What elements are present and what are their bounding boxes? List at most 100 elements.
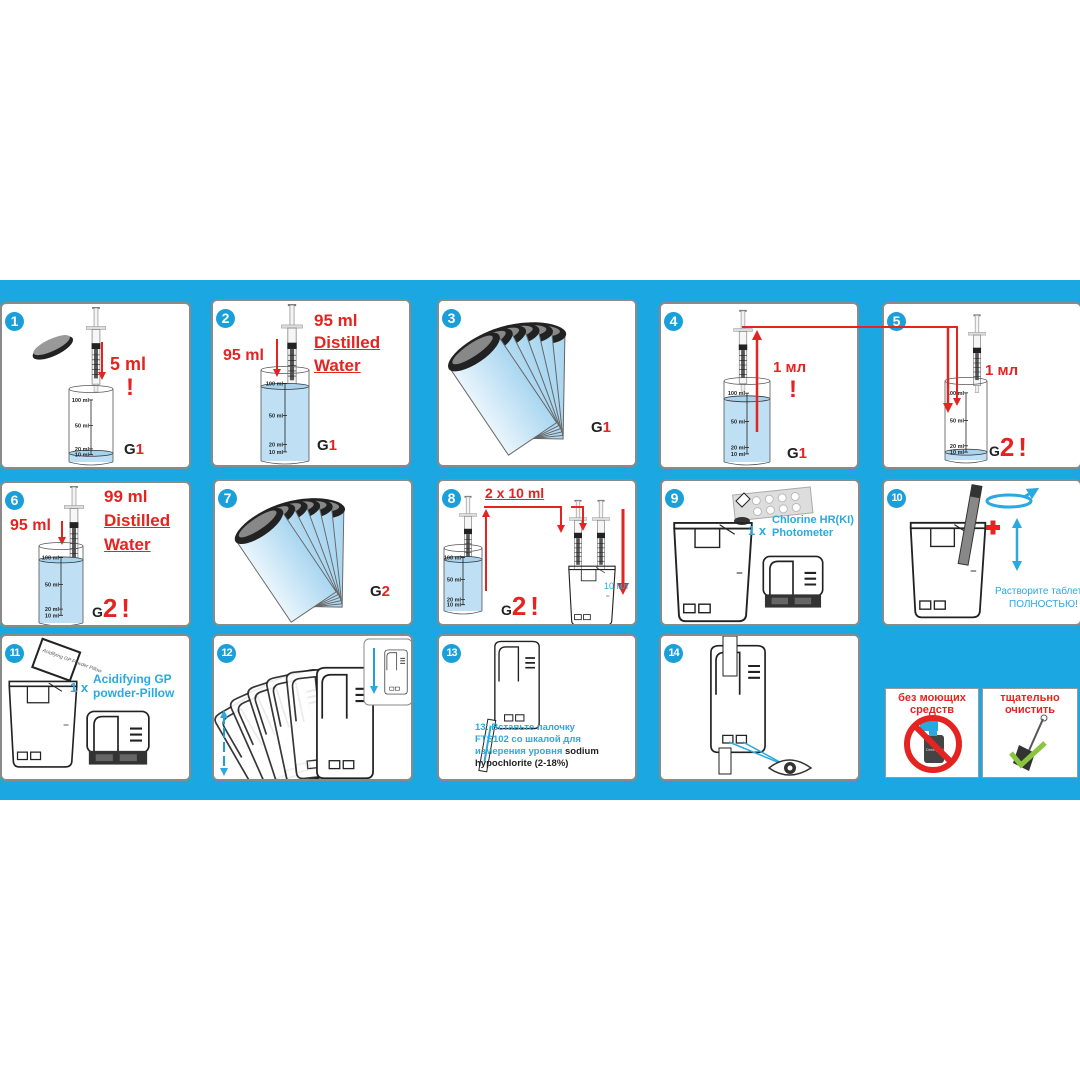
stirring-stick-icon bbox=[957, 484, 983, 566]
step-1-illustration bbox=[32, 306, 106, 394]
step-number-badge: 4 bbox=[664, 312, 683, 331]
step-number-badge: 8 bbox=[442, 489, 461, 508]
group-label: G2 ! bbox=[989, 432, 1027, 462]
step-12-panel: 12 bbox=[212, 634, 413, 781]
gloved-hand-icon bbox=[735, 492, 751, 508]
cuvette-icon bbox=[909, 521, 987, 619]
strip-instructions: 13: Вставьте палочку FTS102 со шкалой дл… bbox=[475, 722, 599, 770]
step-number-badge: 3 bbox=[442, 309, 461, 328]
reagent-label-2: Photometer bbox=[772, 527, 834, 539]
transfer-arrow-icon bbox=[484, 506, 565, 533]
step-number-badge: 7 bbox=[218, 489, 237, 508]
amount-label-left: 95 ml bbox=[10, 517, 51, 534]
step-9-panel: 9 1 x Chlorine HR(KI) Photometer bbox=[660, 479, 860, 626]
sign-label: тщательно очистить bbox=[1000, 692, 1060, 716]
warning-mark: ! bbox=[126, 374, 134, 401]
scale-label: 50 ml bbox=[731, 420, 746, 426]
amount-label: 1 мл bbox=[773, 359, 807, 376]
group-label: G1 bbox=[317, 437, 338, 454]
plus-icon bbox=[986, 520, 1000, 535]
scale-label: 20 ml bbox=[45, 607, 60, 613]
amount-label-right: 95 ml bbox=[314, 311, 358, 330]
cuvette-icon bbox=[568, 565, 616, 624]
distilled-label: Distilled bbox=[314, 333, 381, 352]
reagent-label-2: powder-Pillow bbox=[93, 686, 175, 700]
step-number-badge: 11 bbox=[5, 644, 24, 663]
scale-label: 20 ml bbox=[731, 445, 746, 451]
test-strip-icon bbox=[478, 718, 497, 773]
step-7-panel: 7 G2 bbox=[213, 479, 413, 626]
test-strip-icon bbox=[722, 636, 738, 677]
transfer-label: 2 x 10 ml bbox=[485, 485, 545, 501]
step-14-illustration bbox=[709, 636, 813, 776]
instruction-line: hypochlorite (2-18%) bbox=[475, 758, 569, 769]
instruction-label: Растворите таблетку bbox=[995, 586, 1080, 597]
water-label: Water bbox=[314, 356, 361, 375]
cuvette-icon bbox=[8, 680, 78, 768]
scale-label: 10 ml bbox=[45, 613, 60, 619]
group-label: G2 ! bbox=[501, 591, 539, 621]
step-10-illustration bbox=[909, 484, 1040, 619]
scale-label: 20 ml bbox=[447, 598, 462, 604]
rotate-arrow-icon bbox=[985, 493, 1033, 509]
reagent-label: Acidifying GP bbox=[93, 672, 172, 686]
group-label: G1 bbox=[124, 441, 145, 458]
step-number-badge: 14 bbox=[664, 644, 683, 663]
group-label: G1 bbox=[787, 445, 808, 462]
device-icon bbox=[493, 640, 541, 730]
step-13-illustration bbox=[478, 640, 541, 773]
reagent-label: Chlorine HR(KI) bbox=[772, 514, 854, 526]
instruction-line: 13: Вставьте палочку bbox=[475, 722, 575, 733]
sign-label: без моющих средств bbox=[898, 692, 966, 716]
scale-label: 20 ml bbox=[75, 447, 90, 453]
scale-label: 100 ml bbox=[947, 391, 965, 397]
cleaning-brush-icon bbox=[1009, 714, 1048, 771]
scale-label: 50 ml bbox=[45, 583, 60, 589]
step-10-panel: 10 Растворите таблетку ПОЛНОСТЬЮ! bbox=[882, 479, 1080, 626]
photometer-icon bbox=[762, 555, 824, 609]
step-8-illustration bbox=[459, 495, 629, 624]
amount-label: 5 ml bbox=[110, 354, 147, 374]
scale-label: 100 ml bbox=[266, 382, 284, 388]
amount-label: 1 мл bbox=[985, 362, 1019, 379]
step-2-illustration bbox=[273, 303, 303, 397]
scale-label: 100 ml bbox=[444, 555, 462, 561]
step-number-badge: 1 bbox=[5, 312, 24, 331]
water-label: Water bbox=[104, 535, 151, 554]
eye-icon bbox=[767, 759, 813, 776]
scale-label: 20 ml bbox=[950, 444, 965, 450]
tablet-blister-icon bbox=[732, 486, 814, 522]
step-number-badge: 5 bbox=[887, 312, 906, 331]
test-tubes-fan-illustration bbox=[228, 493, 346, 624]
distilled-label: Distilled bbox=[104, 511, 171, 530]
warning-mark: ! bbox=[789, 376, 797, 403]
device-icon bbox=[709, 644, 767, 754]
scale-label: 100 ml bbox=[728, 391, 746, 397]
step-number-badge: 12 bbox=[217, 644, 236, 663]
step-number-badge: 6 bbox=[5, 491, 24, 510]
clean-thoroughly-sign: тщательно очистить bbox=[982, 688, 1078, 778]
water-fill bbox=[945, 452, 987, 460]
step-12-illustration bbox=[214, 638, 411, 779]
scale-label: 50 ml bbox=[75, 424, 90, 430]
scale-label: 10 ml bbox=[950, 450, 965, 456]
amount-label-left: 95 ml bbox=[223, 347, 264, 364]
scale-label: 50 ml bbox=[447, 578, 462, 584]
quantity-label: 1 x bbox=[70, 680, 89, 695]
scale-label: 10 ml bbox=[269, 450, 284, 456]
step-number-badge: 2 bbox=[216, 309, 235, 328]
volume-label: 10 мл bbox=[604, 581, 628, 591]
instruction-line: измерения уровня bbox=[475, 746, 566, 757]
